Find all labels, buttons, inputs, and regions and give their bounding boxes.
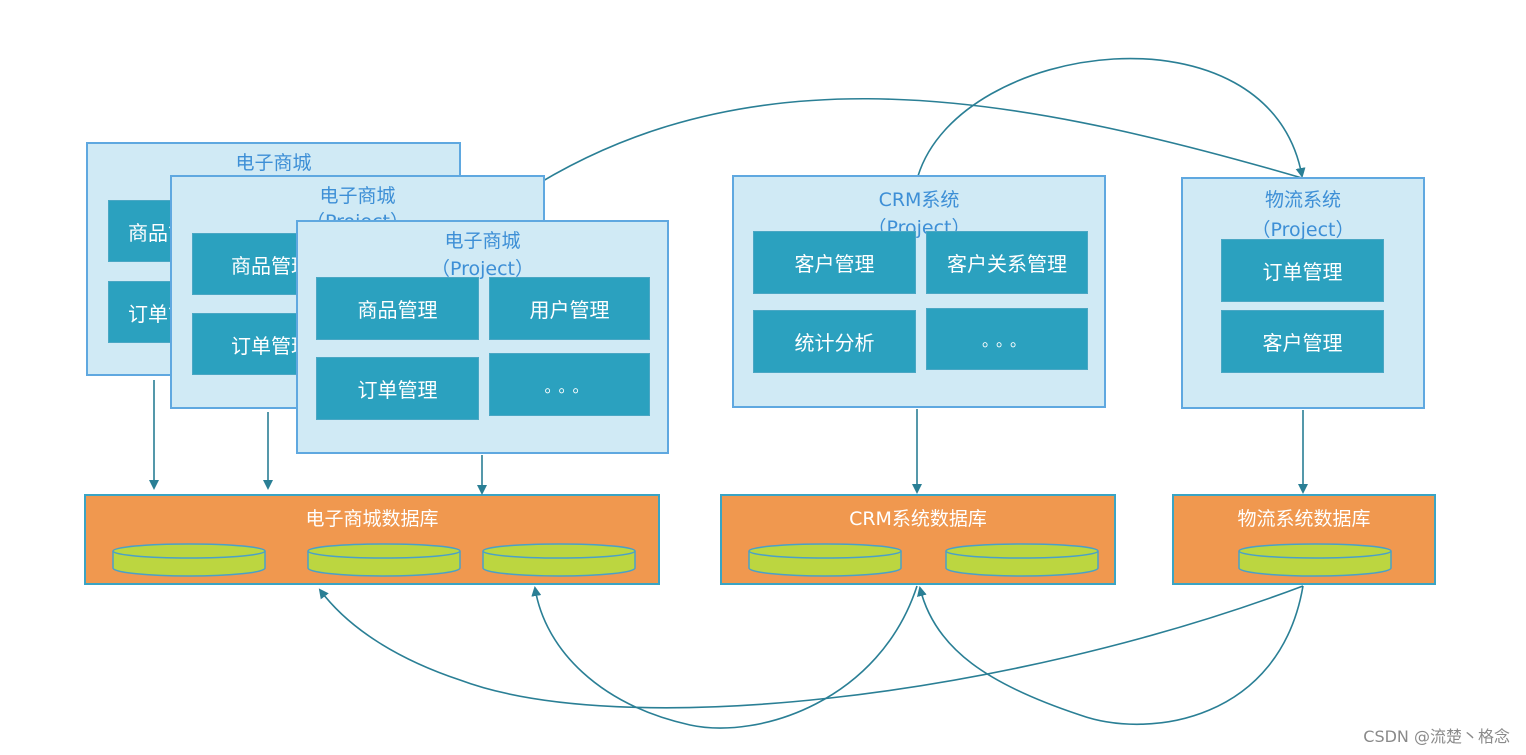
project-title: 电子商城 bbox=[444, 230, 521, 252]
database-cylinder-icon bbox=[482, 543, 636, 577]
module-label: 。。。 bbox=[544, 376, 595, 396]
module-label: 订单管理 bbox=[1262, 260, 1343, 284]
arrow-ecommerce-logistics bbox=[480, 97, 1303, 224]
logistics-database: 物流系统数据库 bbox=[1172, 494, 1436, 585]
module-box: 订单管理 bbox=[1221, 239, 1384, 302]
watermark: CSDN @流楚丶格念 bbox=[1363, 727, 1510, 746]
module-box: 订单管理 bbox=[316, 357, 479, 420]
module-label: 客户关系管理 bbox=[947, 252, 1067, 276]
project-subtitle: （Project） bbox=[430, 258, 534, 280]
module-box: 。。。 bbox=[926, 308, 1088, 370]
database-title: 物流系统数据库 bbox=[1237, 508, 1371, 530]
database-cylinder-icon bbox=[307, 543, 461, 577]
arrow-crm-to-logistics bbox=[917, 57, 1306, 178]
module-box: 客户管理 bbox=[753, 231, 916, 294]
crm-project: CRM系统 （Project） 客户管理 客户关系管理 统计分析 。。。 bbox=[732, 175, 1106, 408]
module-label: 。。。 bbox=[981, 331, 1032, 350]
project-title: 物流系统 bbox=[1264, 189, 1341, 211]
module-label: 用户管理 bbox=[529, 298, 610, 322]
module-box: 客户管理 bbox=[1221, 310, 1384, 373]
module-label: 商品管理 bbox=[357, 298, 438, 322]
database-title: CRM系统数据库 bbox=[849, 508, 987, 530]
module-box: 用户管理 bbox=[489, 277, 650, 340]
project-title: 电子商城 bbox=[235, 152, 312, 174]
logistics-project: 物流系统 （Project） 订单管理 客户管理 bbox=[1181, 177, 1425, 409]
database-cylinder-icon bbox=[1238, 543, 1392, 577]
module-label: 客户管理 bbox=[1262, 331, 1343, 355]
module-box: 商品管理 bbox=[316, 277, 479, 340]
module-label: 客户管理 bbox=[794, 252, 875, 276]
database-title: 电子商城数据库 bbox=[305, 508, 439, 530]
ecommerce-project-front: 电子商城 （Project） 商品管理 用户管理 订单管理 。。。 bbox=[296, 220, 669, 454]
ecommerce-database: 电子商城数据库 bbox=[84, 494, 660, 585]
database-cylinder-icon bbox=[748, 543, 902, 577]
module-box: 。。。 bbox=[489, 353, 650, 416]
module-box: 统计分析 bbox=[753, 310, 916, 373]
crm-database: CRM系统数据库 bbox=[720, 494, 1116, 585]
project-title: CRM系统 bbox=[878, 189, 960, 211]
project-subtitle: （Project） bbox=[1251, 219, 1355, 241]
database-cylinder-icon bbox=[112, 543, 266, 577]
database-cylinder-icon bbox=[945, 543, 1099, 577]
module-label: 订单管理 bbox=[357, 378, 438, 402]
module-label: 统计分析 bbox=[794, 331, 875, 355]
project-title: 电子商城 bbox=[319, 185, 396, 207]
module-box: 客户关系管理 bbox=[926, 231, 1088, 294]
